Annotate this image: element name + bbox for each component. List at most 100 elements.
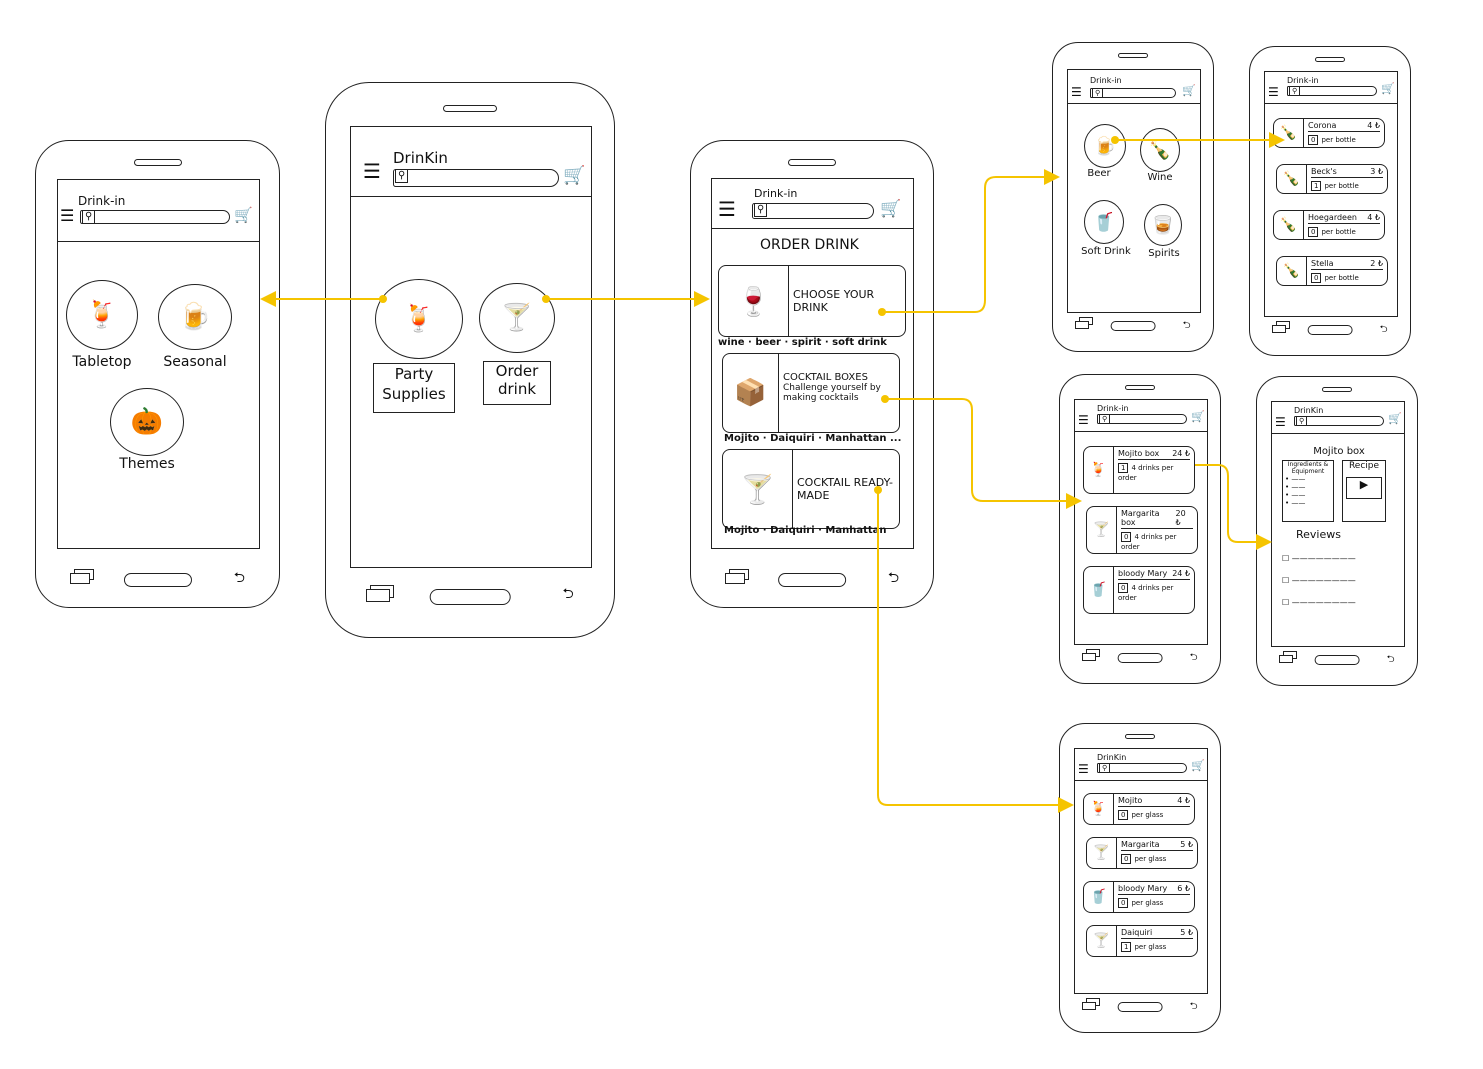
menu-icon[interactable]: ☰	[1275, 415, 1286, 429]
recent-apps-icon[interactable]	[70, 573, 91, 584]
themes-button[interactable]: 🎃	[110, 388, 184, 456]
beer-button[interactable]: 🍺	[1084, 124, 1126, 168]
spirits-label: Spirits	[1148, 248, 1180, 259]
search-input[interactable]: ⚲	[1090, 88, 1176, 98]
party-supplies-button[interactable]: 🍹	[375, 279, 463, 359]
search-input[interactable]: ⚲	[1294, 416, 1384, 426]
menu-icon[interactable]: ☰	[60, 206, 75, 225]
quantity-stepper[interactable]: 0	[1121, 532, 1132, 542]
home-button[interactable]	[778, 573, 846, 587]
product-price: 5 ₺	[1180, 928, 1193, 937]
search-input[interactable]: ⚲	[1287, 86, 1377, 96]
recent-apps-icon[interactable]	[1082, 653, 1097, 661]
search-input[interactable]: ⚲	[80, 210, 230, 224]
back-icon[interactable]: ⮌	[1379, 324, 1388, 335]
themes-label: Themes	[119, 456, 175, 472]
quantity-stepper[interactable]: 0	[1118, 898, 1129, 908]
product-price: 6 ₺	[1177, 884, 1190, 893]
quantity-stepper[interactable]: 1	[1311, 181, 1322, 191]
cart-icon[interactable]: 🛒	[1191, 410, 1205, 423]
home-button[interactable]	[1110, 321, 1156, 331]
back-icon[interactable]: ⮌	[887, 570, 900, 586]
seasonal-button[interactable]: 🍺	[158, 284, 232, 350]
search-icon: ⚲	[82, 210, 96, 224]
cart-icon[interactable]: 🛒	[1381, 82, 1395, 95]
cart-icon[interactable]: 🛒	[234, 206, 253, 224]
menu-icon[interactable]: ☰	[1268, 85, 1279, 99]
cart-icon[interactable]: 🛒	[1191, 759, 1205, 772]
cart-icon[interactable]: 🛒	[880, 199, 902, 219]
speaker	[1315, 57, 1345, 62]
recent-apps-icon[interactable]	[366, 589, 391, 602]
recent-apps-icon[interactable]	[1075, 321, 1090, 329]
quantity-stepper[interactable]: 1	[1118, 463, 1129, 473]
recent-apps-icon[interactable]	[724, 573, 745, 584]
menu-icon[interactable]: ☰	[363, 159, 381, 183]
cart-icon[interactable]: 🛒	[1182, 84, 1196, 97]
back-icon[interactable]: ⮌	[1386, 654, 1395, 665]
quantity-stepper[interactable]: 1	[1121, 942, 1132, 952]
home-button[interactable]	[429, 589, 511, 605]
quantity-stepper[interactable]: 0	[1308, 135, 1319, 145]
menu-icon[interactable]: ☰	[1078, 413, 1089, 427]
menu-icon[interactable]: ☰	[1071, 85, 1082, 99]
search-input[interactable]: ⚲	[1097, 414, 1187, 424]
recent-apps-icon[interactable]	[1082, 1002, 1097, 1010]
recent-apps-icon[interactable]	[1272, 325, 1287, 333]
home-button[interactable]	[1307, 325, 1353, 335]
app-header: Drink-in ☰ ⚲ 🛒	[58, 186, 259, 242]
back-icon[interactable]: ⮌	[1189, 1001, 1198, 1012]
nav-bar: ⮌	[326, 577, 614, 637]
recent-apps-icon[interactable]	[1279, 655, 1294, 663]
quantity-stepper[interactable]: 0	[1121, 854, 1132, 864]
back-icon[interactable]: ⮌	[1189, 652, 1198, 663]
quantity-stepper[interactable]: 0	[1118, 810, 1129, 820]
back-icon[interactable]: ⮌	[233, 570, 245, 586]
back-icon[interactable]: ⮌	[1182, 320, 1191, 331]
order-drink-label[interactable]: Order drink	[483, 361, 551, 405]
play-video-button[interactable]: ▶	[1346, 477, 1382, 499]
app-header: Drink-in ☰ ⚲ 🛒	[1068, 74, 1200, 104]
app-header: DrinKin ☰ ⚲ 🛒	[1075, 751, 1207, 781]
product-name: Mojito	[1118, 796, 1143, 805]
menu-icon[interactable]: ☰	[1078, 762, 1089, 776]
home-button[interactable]	[1314, 655, 1360, 665]
party-supplies-label[interactable]: Party Supplies	[373, 363, 455, 413]
cocktail-ready-made-card[interactable]: 🍸COCKTAIL READY-MADE	[722, 449, 900, 529]
menu-icon[interactable]: ☰	[718, 197, 736, 221]
wine-button[interactable]: 🍾	[1140, 128, 1180, 172]
order-drink-button[interactable]: 🍸	[479, 283, 555, 353]
choose-drink-card[interactable]: 🍷CHOOSE YOUR DRINK	[718, 265, 906, 337]
search-input[interactable]: ⚲	[752, 203, 874, 219]
search-input[interactable]: ⚲	[393, 169, 559, 187]
tabletop-button[interactable]: 🍹	[66, 280, 138, 350]
product-unit: 4 drinks per order	[1118, 584, 1174, 602]
cart-icon[interactable]: 🛒	[563, 165, 586, 186]
soft-drink-button[interactable]: 🥤	[1084, 200, 1124, 244]
home-button[interactable]	[123, 573, 192, 587]
back-icon[interactable]: ⮌	[562, 586, 574, 602]
cart-icon[interactable]: 🛒	[1388, 412, 1402, 425]
quantity-stepper[interactable]: 0	[1308, 227, 1319, 237]
spirits-button[interactable]: 🥃	[1144, 204, 1182, 246]
page-title: ORDER DRINK	[760, 237, 859, 253]
product-unit: per bottle	[1321, 228, 1356, 236]
search-input[interactable]: ⚲	[1097, 763, 1187, 773]
quantity-stepper[interactable]: 0	[1311, 273, 1322, 283]
home-button[interactable]	[1117, 1002, 1163, 1012]
home-button[interactable]	[1117, 653, 1163, 663]
phone-order-drink: Drink-in ☰ ⚲ 🛒 ORDER DRINK 🍷CHOOSE YOUR …	[690, 140, 934, 608]
quantity-stepper[interactable]: 0	[1118, 583, 1129, 593]
